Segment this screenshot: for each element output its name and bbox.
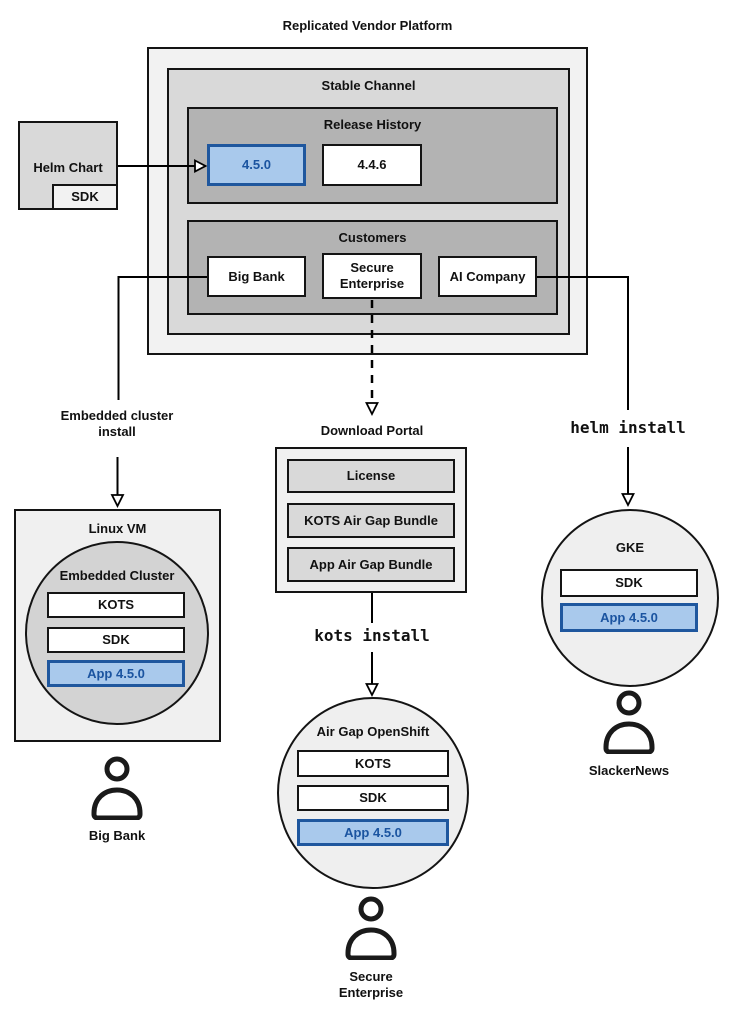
customer-ai-company-label: AI Company	[449, 268, 526, 284]
gke-label: GKE	[615, 540, 645, 555]
left-install-method-label: Embedded cluster install	[60, 408, 174, 439]
helm-chart-sdk-label: SDK	[71, 189, 99, 205]
portal-item-app-bundle: App Air Gap Bundle	[287, 547, 455, 582]
middle-component-app: App 4.5.0	[297, 819, 449, 846]
customer-secure-enterprise: Secure Enterprise	[322, 253, 422, 299]
arrowhead-down-icon	[621, 493, 635, 508]
left-component-kots-label: KOTS	[97, 597, 135, 613]
right-component-sdk: SDK	[560, 569, 698, 597]
user-icon	[91, 756, 143, 820]
release-version-current: 4.5.0	[207, 144, 306, 186]
left-component-sdk-label: SDK	[102, 632, 130, 648]
release-history-label: Release History	[323, 117, 422, 132]
middle-component-sdk: SDK	[297, 785, 449, 811]
middle-install-method-label: kots install	[314, 626, 430, 645]
right-install-method-label: helm install	[570, 418, 686, 437]
portal-item-license: License	[287, 459, 455, 493]
portal-item-app-bundle-label: App Air Gap Bundle	[309, 556, 433, 572]
customer-secure-enterprise-label: Secure Enterprise	[339, 260, 405, 291]
linux-vm-label: Linux VM	[88, 521, 147, 536]
left-component-app: App 4.5.0	[47, 660, 185, 687]
release-version-previous-label: 4.4.6	[357, 157, 387, 173]
customer-big-bank-label: Big Bank	[228, 268, 285, 284]
gke-circle	[541, 509, 719, 687]
user-icon	[345, 896, 397, 960]
diagram-title: Replicated Vendor Platform	[282, 18, 453, 33]
customers-label: Customers	[338, 230, 407, 245]
portal-item-kots-bundle: KOTS Air Gap Bundle	[287, 503, 455, 538]
helm-chart-label: Helm Chart	[33, 160, 103, 175]
middle-component-kots-label: KOTS	[354, 755, 392, 771]
right-persona-label: SlackerNews	[588, 763, 670, 778]
middle-component-kots: KOTS	[297, 750, 449, 777]
left-component-app-label: App 4.5.0	[87, 665, 145, 681]
release-version-current-label: 4.5.0	[242, 157, 271, 173]
middle-persona-label: Secure Enterprise	[338, 969, 404, 1000]
airgap-openshift-label: Air Gap OpenShift	[316, 724, 430, 739]
middle-component-sdk-label: SDK	[359, 790, 387, 806]
arrowhead-down-icon	[110, 494, 125, 509]
right-component-app: App 4.5.0	[560, 603, 698, 632]
embedded-cluster-label: Embedded Cluster	[59, 568, 175, 583]
customer-big-bank: Big Bank	[207, 256, 306, 297]
portal-item-license-label: License	[346, 468, 396, 484]
right-component-sdk-label: SDK	[615, 575, 643, 591]
customer-ai-company: AI Company	[438, 256, 537, 297]
arrowhead-down-icon	[365, 683, 379, 698]
left-persona-label: Big Bank	[88, 828, 146, 843]
portal-item-kots-bundle-label: KOTS Air Gap Bundle	[304, 512, 438, 528]
left-component-kots: KOTS	[47, 592, 185, 618]
middle-component-app-label: App 4.5.0	[344, 824, 402, 840]
download-portal-label: Download Portal	[320, 423, 424, 438]
helm-chart-sdk-box: SDK	[52, 184, 118, 210]
stable-channel-label: Stable Channel	[321, 78, 416, 93]
right-component-app-label: App 4.5.0	[600, 609, 658, 625]
arrowhead-down-icon	[365, 402, 379, 417]
user-icon	[603, 690, 655, 754]
release-version-previous: 4.4.6	[322, 144, 422, 186]
left-component-sdk: SDK	[47, 627, 185, 653]
